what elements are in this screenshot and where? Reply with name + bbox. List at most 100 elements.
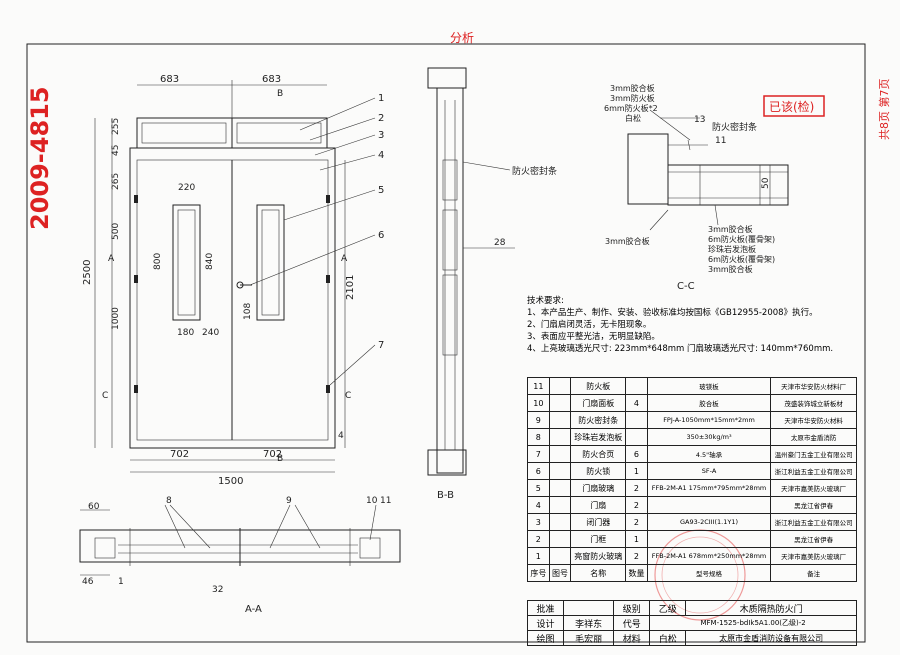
- bom-cell: 玻镁板: [646, 377, 772, 395]
- bom-cell: 胶合板: [646, 394, 772, 412]
- bom-cell: 门扇: [570, 496, 627, 514]
- bom-cell: 2: [625, 479, 648, 497]
- bom-cell: [548, 394, 572, 412]
- tb-material: 材料: [613, 630, 651, 646]
- bom-cell: [548, 479, 572, 497]
- aa-callout-9: 9: [286, 496, 292, 506]
- note-3: 3、表面应平整光洁，无明显缺陷。: [527, 332, 660, 342]
- bom-cell: 黑龙江省伊春: [770, 496, 857, 514]
- bom-cell: [548, 428, 572, 446]
- callout-7: 7: [378, 340, 384, 351]
- dim-180: 180: [177, 328, 194, 338]
- dim-total-height: 2500: [82, 260, 93, 285]
- cc-right-layer-2: 6m防火板(覆骨架): [708, 234, 775, 244]
- aa-dim-46: 46: [82, 577, 94, 587]
- tb-level-value: 乙级: [649, 600, 687, 616]
- tb-product-name: 木质隔热防火门: [685, 600, 857, 616]
- cc-right-layer-1: 3mm胶合板: [708, 224, 753, 234]
- bom-cell: 门扇玻璃: [570, 479, 627, 497]
- tb-designer: 李祥东: [563, 615, 615, 631]
- bb-section-label: B-B: [437, 490, 454, 501]
- title-block: 批准 级别 乙级 木质隔热防火门 设计 李祥东 代号 MFM-1525-bdIk…: [526, 600, 857, 646]
- bom-cell: 天津市嘉美防火玻璃厂: [770, 479, 857, 497]
- dim-500: 500: [111, 223, 121, 240]
- bom-cell: 黑龙江省伊春: [770, 530, 857, 548]
- aa-section-label: A-A: [245, 604, 262, 615]
- bom-cell: [548, 377, 572, 395]
- technical-notes: 技术要求: 1、本产品生产、制作、安装、验收标准均按国标《GB12955-200…: [527, 295, 887, 355]
- dim-bottom-right: 702: [263, 449, 282, 460]
- tb-material-value: 白松: [649, 630, 687, 646]
- bom-cell: 温州豪门五金工业有限公司: [770, 445, 857, 463]
- note-2: 2、门扇启闭灵活，无卡阻现象。: [527, 320, 652, 330]
- bom-cell: 序号: [527, 564, 550, 582]
- dim-240: 240: [202, 328, 219, 338]
- bom-cell: 9: [527, 411, 550, 429]
- aa-callout-11: 11: [380, 496, 391, 506]
- section-mark-b-top: B: [277, 89, 283, 99]
- dim-800: 800: [153, 253, 163, 270]
- bom-cell: 4: [625, 394, 648, 412]
- bom-cell: 1: [625, 530, 648, 548]
- dim-bottom-total: 1500: [218, 476, 243, 487]
- dim-45: 45: [111, 145, 121, 156]
- bom-cell: 6: [625, 445, 648, 463]
- section-bb: [427, 67, 515, 476]
- bom-cell: [625, 428, 648, 446]
- dim-top-right: 683: [262, 74, 281, 85]
- bom-cell: 名称: [570, 564, 627, 582]
- section-cc: [627, 109, 789, 231]
- bom-cell: 闭门器: [570, 513, 627, 531]
- callout-2: 2: [378, 113, 384, 124]
- bom-cell: [548, 411, 572, 429]
- bom-cell: 10: [527, 394, 550, 412]
- bom-cell: [646, 496, 772, 514]
- tb-company: 太原市金盾消防设备有限公司: [685, 630, 857, 646]
- dim-255: 255: [111, 118, 121, 135]
- dim-top-left: 683: [160, 74, 179, 85]
- bom-cell: GA93-2CIII(1.1Y1): [646, 513, 772, 531]
- bb-seal-callout: 防火密封条: [512, 165, 557, 177]
- bom-cell: [548, 513, 572, 531]
- aa-dim-1: 1: [118, 577, 124, 587]
- bom-cell: 门扇面板: [570, 394, 627, 412]
- cc-top-layer-2: 3mm防火板: [610, 93, 655, 103]
- callout-6: 6: [378, 230, 384, 241]
- bom-cell: 茂盛装饰城立新板材: [770, 394, 857, 412]
- bom-cell: 天津市华安防火材料厂: [770, 377, 857, 395]
- cc-dim-13: 13: [694, 115, 705, 125]
- top-mark-stamp: 分析: [450, 31, 474, 45]
- bom-cell: 5: [527, 479, 550, 497]
- bom-cell: 7: [527, 445, 550, 463]
- bom-cell: 2: [625, 513, 648, 531]
- bom-cell: 天津市嘉美防火玻璃厂: [770, 547, 857, 565]
- bom-cell: 天津市华安防火材料: [770, 411, 857, 429]
- bom-cell: 8: [527, 428, 550, 446]
- bom-cell: 1: [527, 547, 550, 565]
- bom-cell: 太原市金盾消防: [770, 428, 857, 446]
- bom-cell: 2: [625, 547, 648, 565]
- cc-dim-11: 11: [715, 136, 726, 146]
- cc-right-layer-5: 3mm胶合板: [708, 264, 753, 274]
- callout-3: 3: [378, 130, 384, 141]
- bom-cell: 1: [625, 462, 648, 480]
- bom-cell: 防火密封条: [570, 411, 627, 429]
- bom-cell: 6: [527, 462, 550, 480]
- bom-cell: 2: [527, 530, 550, 548]
- tb-design: 设计: [526, 615, 565, 631]
- bom-cell: FPJ-A-1050mm*15mm*2mm: [646, 411, 772, 429]
- dim-small-4: 4: [338, 431, 344, 441]
- section-mark-c-right: C: [345, 391, 351, 401]
- section-mark-a-left: A: [108, 254, 115, 264]
- bom-cell: [548, 445, 572, 463]
- bom-cell: [548, 547, 572, 565]
- bom-cell: [625, 411, 648, 429]
